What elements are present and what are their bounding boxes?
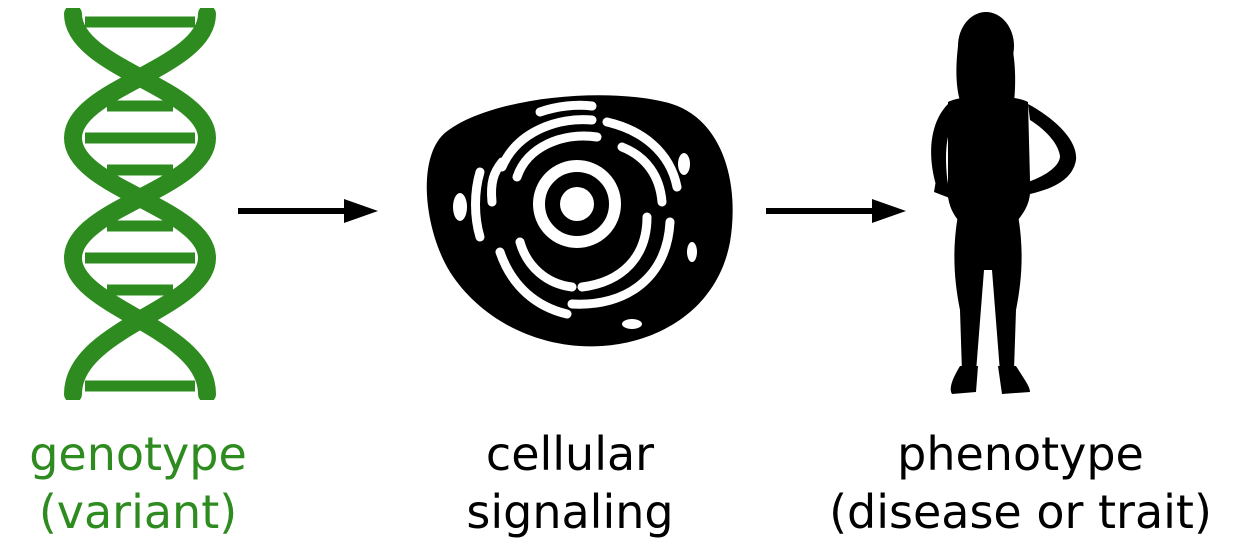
dna-helix-icon — [63, 8, 217, 400]
genotype-label: genotype (variant) — [0, 425, 276, 541]
person-silhouette-icon — [931, 12, 1077, 394]
phenotype-label: phenotype (disease or trait) — [800, 425, 1241, 541]
phenotype-label-line-2: (disease or trait) — [829, 485, 1212, 539]
cellular-signaling-label: cellular signaling — [400, 425, 740, 541]
genotype-label-line-2: (variant) — [38, 485, 238, 539]
cellular-label-line-2: signaling — [466, 485, 674, 539]
right-arrow-icon — [238, 199, 378, 223]
genotype-label-line-1: genotype — [29, 427, 247, 481]
cell-icon — [426, 95, 733, 347]
phenotype-label-line-1: phenotype — [897, 427, 1144, 481]
cellular-label-line-1: cellular — [485, 427, 655, 481]
right-arrow-icon — [766, 199, 906, 223]
